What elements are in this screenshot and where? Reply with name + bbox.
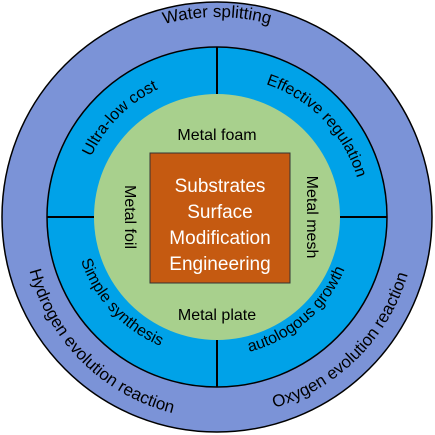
inner-bottom-label: Metal plate <box>178 307 256 324</box>
inner-top-label: Metal foam <box>177 127 256 144</box>
center-line-4: Engineering <box>169 254 270 275</box>
center-box <box>149 152 291 284</box>
inner-right-label: Metal mesh <box>303 176 320 259</box>
center-title: Substrates <box>175 176 266 197</box>
center-line-2: Surface <box>187 202 252 223</box>
center-line-3: Modification <box>169 228 270 249</box>
inner-left-label: Metal foil <box>121 185 138 249</box>
